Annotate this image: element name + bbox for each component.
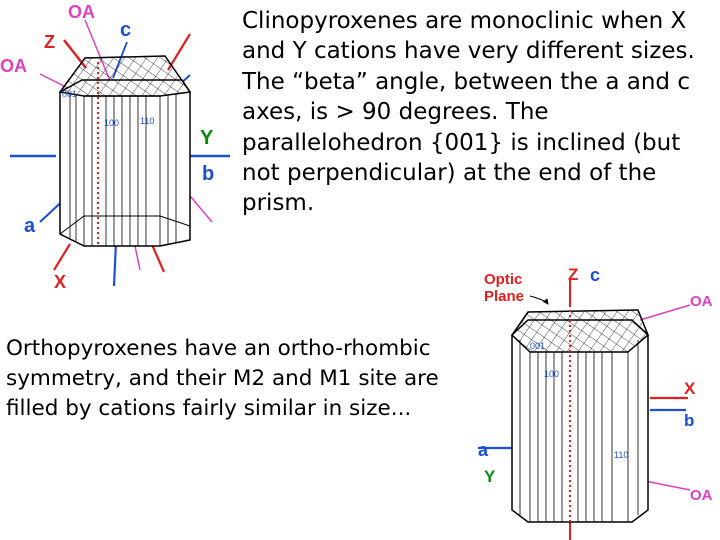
clinopyroxene-diagram: OA c Z OA Y b a X 001 100 110 <box>0 2 230 292</box>
upper-right-red-line <box>167 33 191 71</box>
ortho-oa-top-label: OA <box>690 293 713 310</box>
optic-plane-label-line2: Plane <box>484 288 524 305</box>
ortho-face-001-label: 001 <box>530 341 545 351</box>
lower-blue-line <box>112 241 118 287</box>
orthopyroxene-diagram: Optic Plane Z c OA X b a Y OA 001 100 11… <box>478 265 713 540</box>
clino-face-110-label: 110 <box>140 116 154 126</box>
clino-b-label: b <box>202 163 214 185</box>
x-axis-line <box>53 243 71 271</box>
clino-oa-top-label: OA <box>68 2 95 22</box>
clino-a-label: a <box>24 215 36 237</box>
ortho-face-110-label: 110 <box>614 450 628 460</box>
ortho-c-label: c <box>590 265 600 285</box>
ortho-x-label: X <box>684 379 696 398</box>
optic-plane-arrow <box>529 295 549 305</box>
oa-left-line <box>39 73 69 89</box>
clino-oa-left-label: OA <box>0 56 27 76</box>
clino-c-label: c <box>120 19 131 41</box>
lower-magenta-line <box>134 245 141 271</box>
clino-prism-lines <box>69 93 177 246</box>
clino-top-face <box>58 55 192 97</box>
ortho-z-label: Z <box>568 265 578 284</box>
ortho-oa-bottom-label: OA <box>690 487 713 504</box>
orthopyroxene-description: Orthopyroxenes have an ortho-rhombic sym… <box>6 336 439 421</box>
clino-z-label: Z <box>44 32 55 52</box>
ortho-oa-top-line <box>639 304 691 321</box>
clinopyroxene-description: Clinopyroxenes are monoclinic when X and… <box>242 8 695 217</box>
ortho-a-label: a <box>478 440 489 460</box>
clino-crystal-body <box>59 79 191 247</box>
optic-plane-label-line1: Optic <box>484 271 522 288</box>
clino-face-100-label: 100 <box>104 118 119 128</box>
ortho-face-100-label: 100 <box>544 369 559 379</box>
ortho-prism-lines <box>519 340 639 522</box>
clino-face-001-label: 001 <box>62 89 77 99</box>
clino-y-label: Y <box>200 127 214 149</box>
ortho-b-label: b <box>684 411 694 430</box>
ortho-y-label: Y <box>484 467 496 486</box>
clino-x-label: X <box>54 272 66 292</box>
